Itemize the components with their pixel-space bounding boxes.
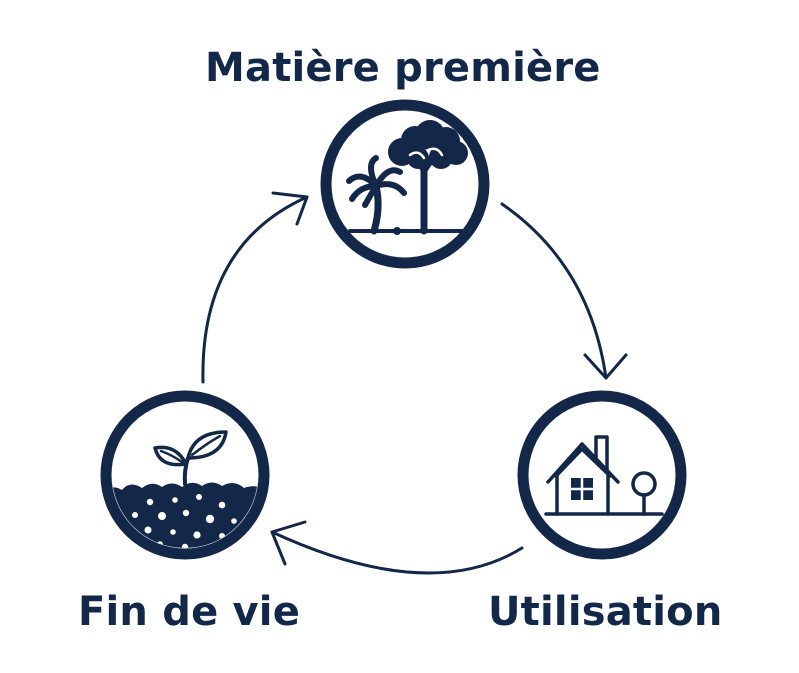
node-end-of-life: [100, 390, 270, 560]
label-use: Utilisation: [488, 589, 723, 635]
house-icon: [544, 435, 664, 516]
arrow-use-to-end-of-life: [270, 520, 524, 575]
node-use: [517, 390, 687, 560]
trees-icon: [346, 120, 468, 235]
arrow-end-of-life-to-raw-material: [201, 191, 309, 384]
label-end-of-life: Fin de vie: [78, 589, 301, 635]
arrow-raw-material-to-use: [500, 202, 628, 380]
label-raw-material: Matière première: [205, 45, 601, 91]
node-raw-material: [320, 99, 490, 269]
